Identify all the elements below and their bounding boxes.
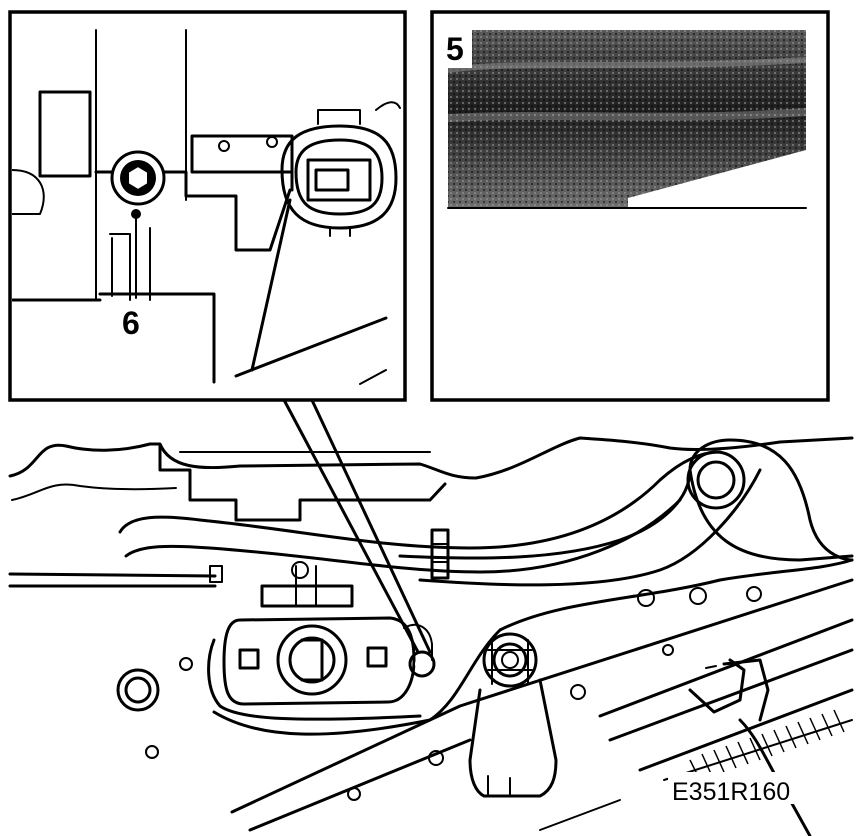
callout-label-5: 5 [446,31,464,67]
mounting-plate [207,616,422,721]
reference-code-bg [668,772,814,804]
callout-bg-5 [442,26,472,68]
shaded-panel [447,30,807,208]
regulator-clip [688,658,770,722]
connector-plug [280,109,398,237]
detail-leader [281,396,432,654]
detail-frame-right: 5 [430,10,830,402]
connector-bracket [468,632,558,798]
bolt-6-installed [403,623,436,678]
cable-clip [260,561,354,608]
figure-reference-code: E351R160 [672,778,790,806]
door-panel-drawing [8,436,854,836]
bolt-6 [110,150,166,206]
callout-label-6: 6 [122,305,140,341]
detail-frame-left: 6 [8,10,407,402]
